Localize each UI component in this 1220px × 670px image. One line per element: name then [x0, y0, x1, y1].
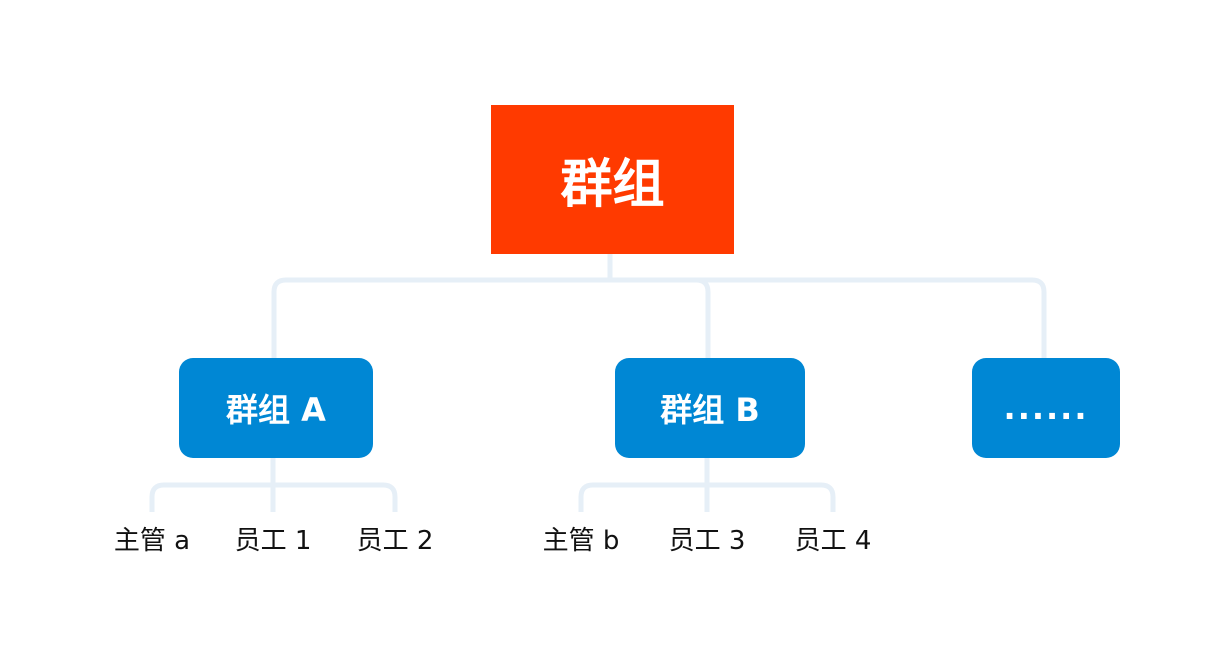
group-a-branch-line — [149, 482, 398, 512]
member-leaf: 员工 3 — [668, 526, 746, 556]
root-node: 群组 — [491, 105, 734, 254]
root-label: 群组 — [560, 155, 665, 215]
member-leaf: 员工 1 — [234, 526, 312, 556]
group-more-label: ...... — [1003, 389, 1089, 427]
root-branch-line — [271, 277, 1047, 358]
group-node-a: 群组 A — [179, 358, 373, 458]
member-leaf: 主管 a — [113, 526, 191, 556]
member-leaf: 员工 2 — [356, 526, 434, 556]
group-a-label: 群组 A — [226, 391, 326, 429]
group-b-label: 群组 B — [660, 391, 760, 429]
group-b-branch-line — [578, 482, 836, 512]
member-leaf: 主管 b — [542, 526, 620, 556]
member-leaf: 员工 4 — [794, 526, 872, 556]
group-node-b: 群组 B — [615, 358, 805, 458]
group-node-more: ...... — [972, 358, 1120, 458]
root-to-group-b-line — [695, 277, 711, 358]
